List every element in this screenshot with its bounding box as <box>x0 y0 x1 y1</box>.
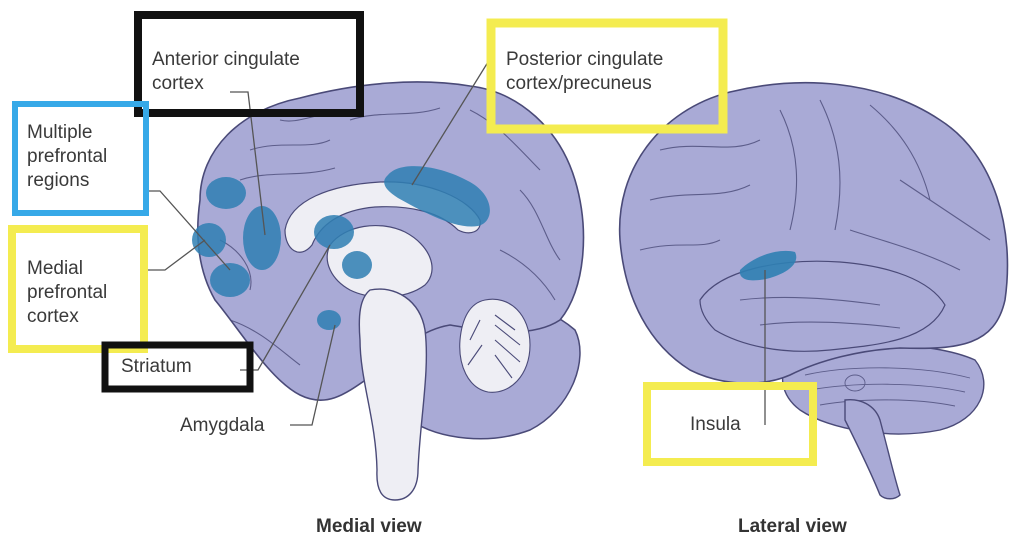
anterior-cingulate-line-2: cortex <box>152 72 300 96</box>
thalamic-spot <box>342 251 372 279</box>
multiple-prefrontal-line-2: prefrontal <box>27 145 107 169</box>
insula-label: Insula <box>690 413 741 437</box>
multiple-prefrontal-label: Multiple prefrontal regions <box>27 121 107 193</box>
anterior-cingulate-spot <box>243 206 281 270</box>
medial-prefrontal-line-3: cortex <box>27 305 107 329</box>
prefrontal-spot-1 <box>206 177 246 209</box>
striatum-label: Striatum <box>121 355 192 379</box>
medial-prefrontal-line-1: Medial <box>27 257 107 281</box>
multiple-prefrontal-line-1: Multiple <box>27 121 107 145</box>
striatum-spot <box>314 215 354 249</box>
posterior-cingulate-label: Posterior cingulate cortex/precuneus <box>506 48 663 96</box>
arbor-vitae <box>460 299 530 392</box>
posterior-cingulate-line-1: Posterior cingulate <box>506 48 663 72</box>
multiple-prefrontal-line-3: regions <box>27 169 107 193</box>
medial-brainstem <box>359 289 426 500</box>
amygdala-label: Amygdala <box>180 414 265 438</box>
medial-prefrontal-line-2: prefrontal <box>27 281 107 305</box>
prefrontal-spot-3 <box>210 263 250 297</box>
lateral-view-caption: Lateral view <box>738 516 847 538</box>
anterior-cingulate-label: Anterior cingulate cortex <box>152 48 300 96</box>
medial-view-caption: Medial view <box>316 516 422 538</box>
amygdala-spot <box>317 310 341 330</box>
posterior-cingulate-line-2: cortex/precuneus <box>506 72 663 96</box>
prefrontal-spot-2 <box>192 223 226 257</box>
medial-prefrontal-label: Medial prefrontal cortex <box>27 257 107 329</box>
anterior-cingulate-line-1: Anterior cingulate <box>152 48 300 72</box>
